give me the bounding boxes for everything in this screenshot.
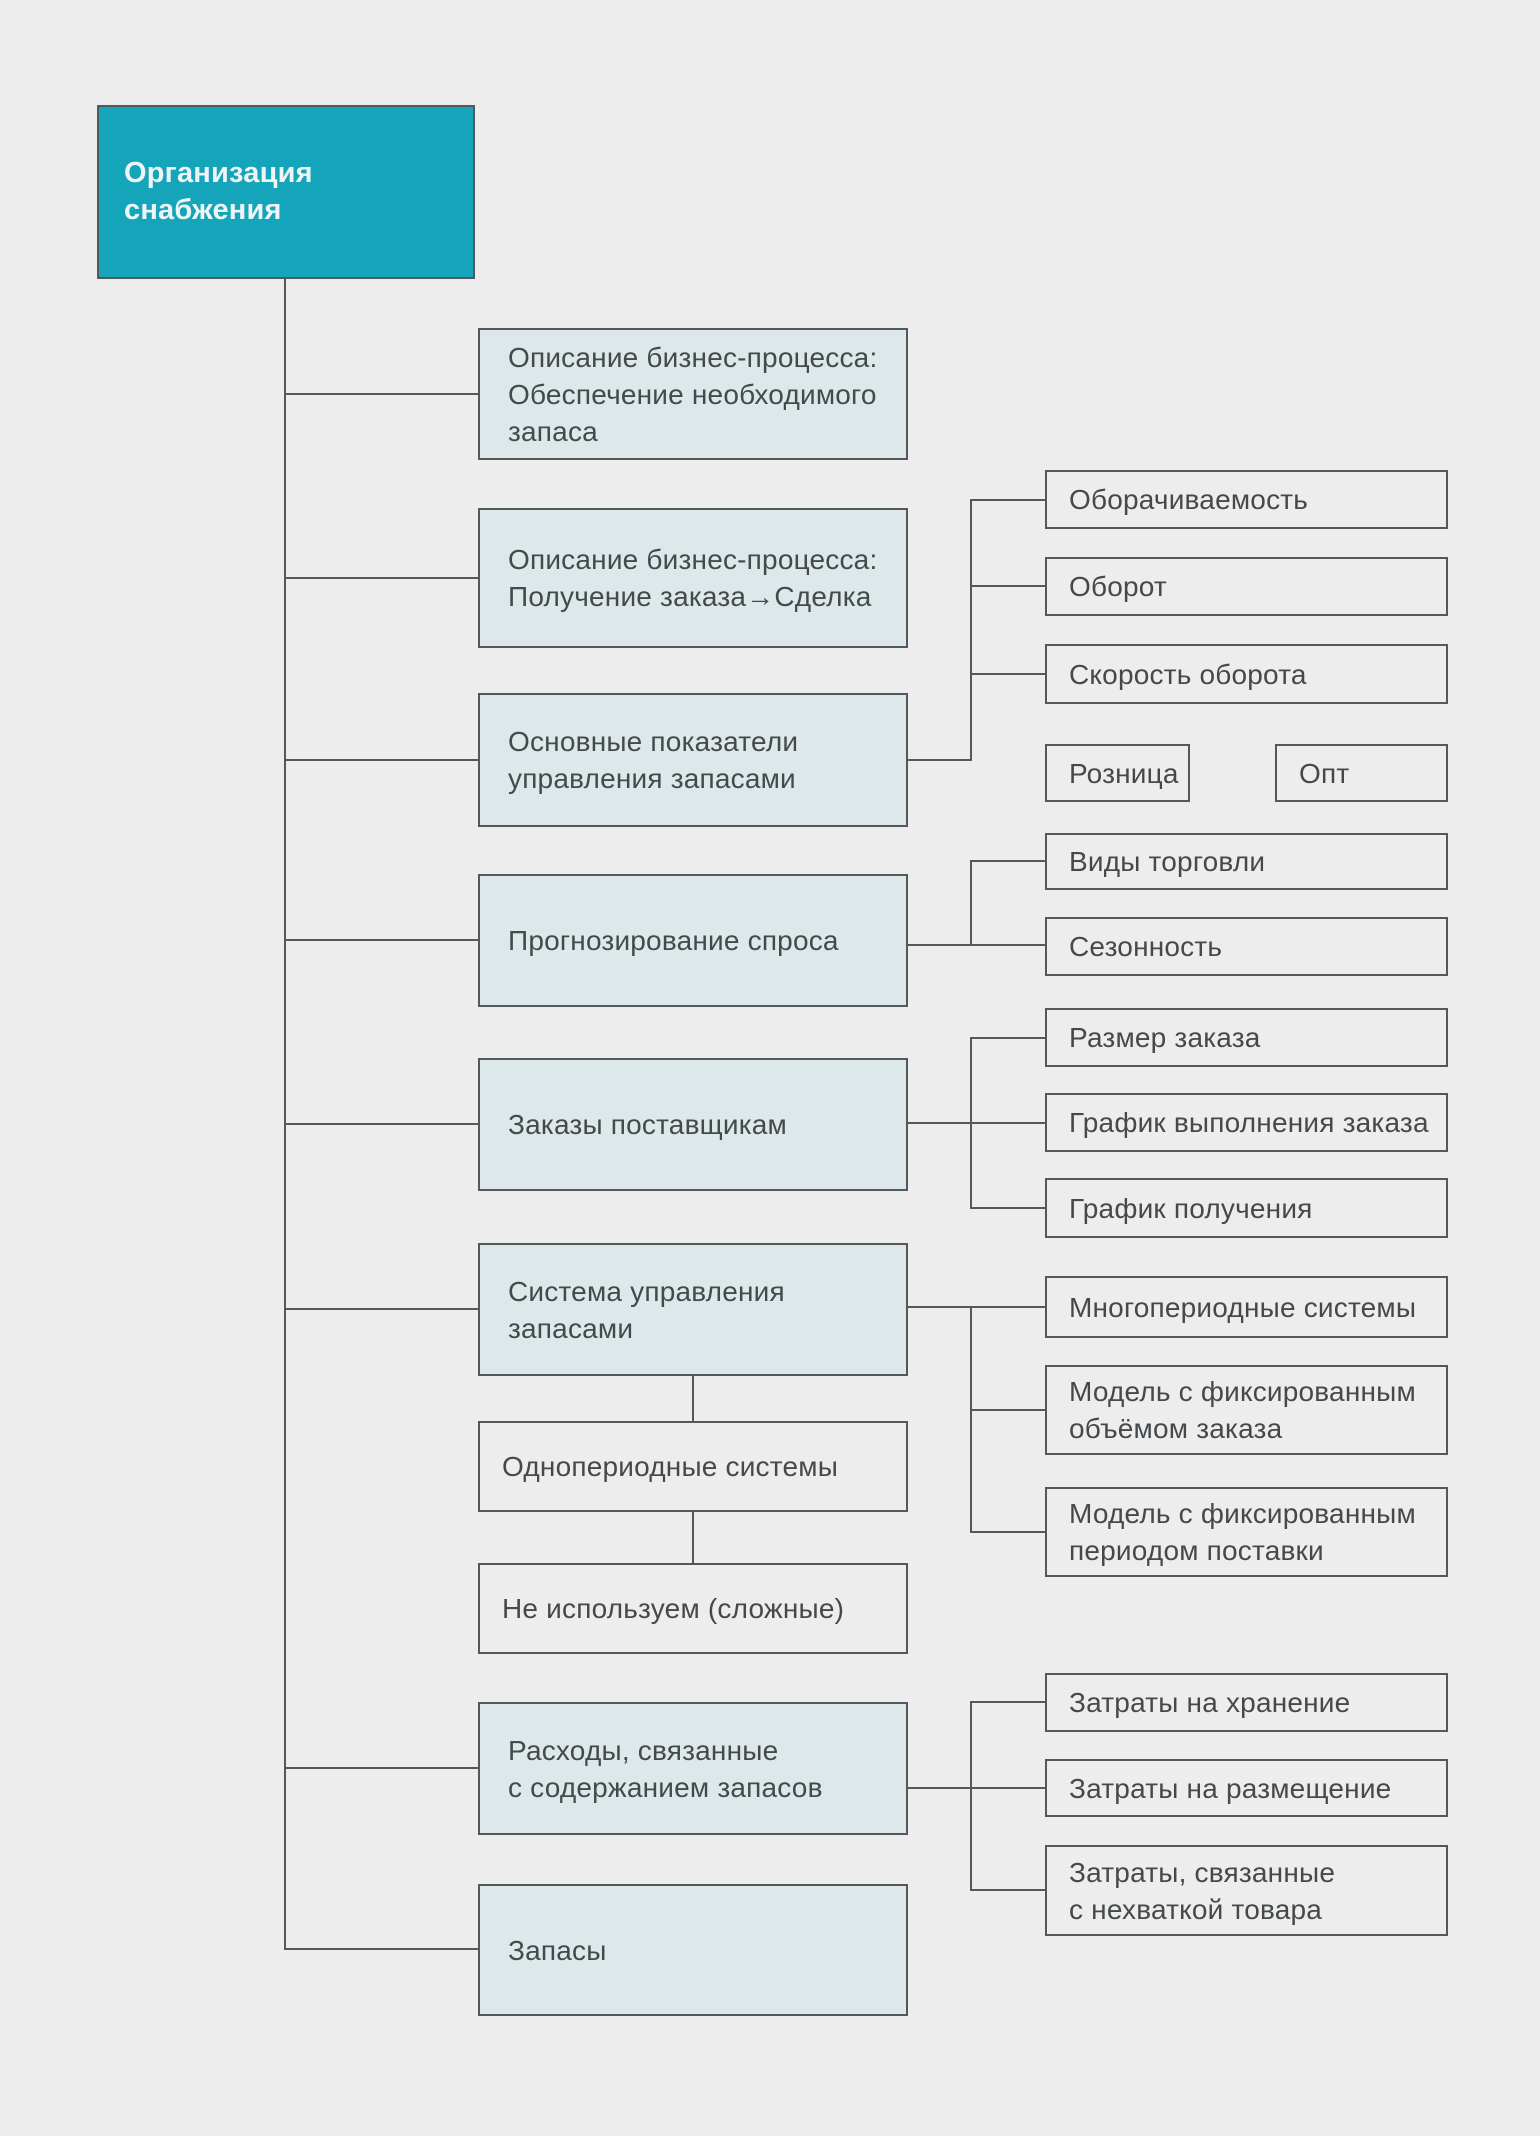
node-receipt-schedule: График получения xyxy=(1045,1178,1448,1238)
node-order-fulfillment-schedule: График выполнения заказа xyxy=(1045,1093,1448,1152)
node-indicators: Основные показатели управления запасами xyxy=(478,693,908,827)
connector-single-period-chain xyxy=(692,1376,694,1421)
node-supplier-orders-label: Заказы поставщикам xyxy=(508,1109,788,1140)
node-trade-types-label: Виды торговли xyxy=(1069,846,1266,877)
trunk-line xyxy=(284,279,286,1950)
node-trade-types: Виды торговли xyxy=(1045,833,1448,890)
node-desc-stock: Описание бизнес-процесса: Обеспечение не… xyxy=(478,328,908,460)
node-indicators-label: Основные показатели управления запасами xyxy=(508,726,799,794)
connector-inventory-system-vertical xyxy=(970,1306,972,1533)
connector-supplier-orders-vertical xyxy=(970,1037,972,1209)
node-turnover-rate: Оборачиваемость xyxy=(1045,470,1448,529)
node-fixed-order-volume: Модель с фиксированным объёмом заказа xyxy=(1045,1365,1448,1455)
node-order-size: Размер заказа xyxy=(1045,1008,1448,1067)
node-shortage-costs: Затраты, связанные с нехваткой товара xyxy=(1045,1845,1448,1936)
node-single-period-label: Однопериодные системы xyxy=(502,1451,839,1482)
node-seasonality: Сезонность xyxy=(1045,917,1448,976)
node-placement-costs: Затраты на размещение xyxy=(1045,1759,1448,1817)
node-turnover-speed-label: Скорость оборота xyxy=(1069,658,1307,690)
node-forecast-label: Прогнозирование спроса xyxy=(508,925,839,956)
node-seasonality-label: Сезонность xyxy=(1069,931,1223,962)
branch-line-costs xyxy=(284,1767,478,1769)
node-root-label: Организация снабжения xyxy=(124,157,313,226)
node-fixed-supply-period: Модель с фиксированным периодом поставки xyxy=(1045,1487,1448,1577)
node-placement-costs-label: Затраты на размещение xyxy=(1069,1772,1392,1804)
node-retail: Розница xyxy=(1045,744,1190,802)
connector-turnover xyxy=(970,585,1045,587)
node-turnover-label: Оборот xyxy=(1069,571,1167,602)
connector-not-used-chain xyxy=(692,1512,694,1563)
node-desc-order: Описание бизнес-процесса: Получение зака… xyxy=(478,508,908,648)
connector-supplier-orders-stem xyxy=(908,1122,1045,1124)
node-not-used-label: Не используем (сложные) xyxy=(502,1593,845,1624)
node-fixed-supply-period-label: Модель с фиксированным периодом поставки xyxy=(1069,1498,1416,1566)
connector-receipt-schedule xyxy=(970,1207,1045,1209)
node-stock-label: Запасы xyxy=(508,1934,607,1966)
branch-line-desc-stock xyxy=(284,393,478,395)
connector-fixed-supply-period xyxy=(970,1531,1045,1533)
node-costs-label: Расходы, связанные с содержанием запасов xyxy=(508,1734,823,1803)
connector-costs-stem xyxy=(908,1787,1045,1789)
node-storage-costs-label: Затраты на хранение xyxy=(1069,1687,1351,1718)
node-desc-order-label: Описание бизнес-процесса: Получение зака… xyxy=(508,544,878,612)
node-wholesale: Опт xyxy=(1275,744,1448,802)
node-turnover-speed: Скорость оборота xyxy=(1045,644,1448,704)
node-fixed-order-volume-label: Модель с фиксированным объёмом заказа xyxy=(1069,1376,1416,1444)
node-wholesale-label: Опт xyxy=(1299,757,1350,789)
node-turnover-rate-label: Оборачиваемость xyxy=(1069,484,1309,515)
node-inventory-system-label: Система управления запасами xyxy=(508,1275,785,1344)
connector-shortage-costs xyxy=(970,1889,1045,1891)
node-order-size-label: Размер заказа xyxy=(1069,1022,1261,1053)
connector-trade-types xyxy=(970,860,1045,862)
branch-line-forecast xyxy=(284,939,478,941)
node-order-fulfillment-schedule-label: График выполнения заказа xyxy=(1069,1107,1429,1138)
connector-inventory-system-stem xyxy=(908,1306,1045,1308)
node-shortage-costs-label: Затраты, связанные с нехваткой товара xyxy=(1069,1856,1336,1925)
connector-costs-vertical xyxy=(970,1701,972,1891)
branch-line-stock xyxy=(284,1948,478,1950)
branch-line-inventory-system xyxy=(284,1308,478,1310)
node-stock: Запасы xyxy=(478,1884,908,2016)
connector-order-size xyxy=(970,1037,1045,1039)
node-desc-stock-label: Описание бизнес-процесса: Обеспечение не… xyxy=(508,341,878,447)
connector-indicators-stem xyxy=(908,759,972,761)
branch-line-desc-order xyxy=(284,577,478,579)
node-forecast: Прогнозирование спроса xyxy=(478,874,908,1007)
branch-line-supplier-orders xyxy=(284,1123,478,1125)
node-retail-label: Розница xyxy=(1069,757,1179,789)
node-single-period: Однопериодные системы xyxy=(478,1421,908,1512)
node-receipt-schedule-label: График получения xyxy=(1069,1192,1313,1224)
node-root: Организация снабжения xyxy=(97,105,475,279)
branch-line-indicators xyxy=(284,759,478,761)
node-multi-period-label: Многопериодные системы xyxy=(1069,1291,1417,1323)
connector-storage-costs xyxy=(970,1701,1045,1703)
connector-fixed-order-volume xyxy=(970,1409,1045,1411)
node-multi-period: Многопериодные системы xyxy=(1045,1276,1448,1338)
connector-turnover-speed xyxy=(970,673,1045,675)
connector-forecast-stem xyxy=(908,944,1045,946)
node-turnover: Оборот xyxy=(1045,557,1448,616)
node-supplier-orders: Заказы поставщикам xyxy=(478,1058,908,1191)
connector-indicators-vertical xyxy=(970,499,972,761)
connector-forecast-vertical xyxy=(970,860,972,946)
connector-turnover-rate xyxy=(970,499,1045,501)
node-not-used: Не используем (сложные) xyxy=(478,1563,908,1654)
node-storage-costs: Затраты на хранение xyxy=(1045,1673,1448,1732)
node-inventory-system: Система управления запасами xyxy=(478,1243,908,1376)
node-costs: Расходы, связанные с содержанием запасов xyxy=(478,1702,908,1835)
